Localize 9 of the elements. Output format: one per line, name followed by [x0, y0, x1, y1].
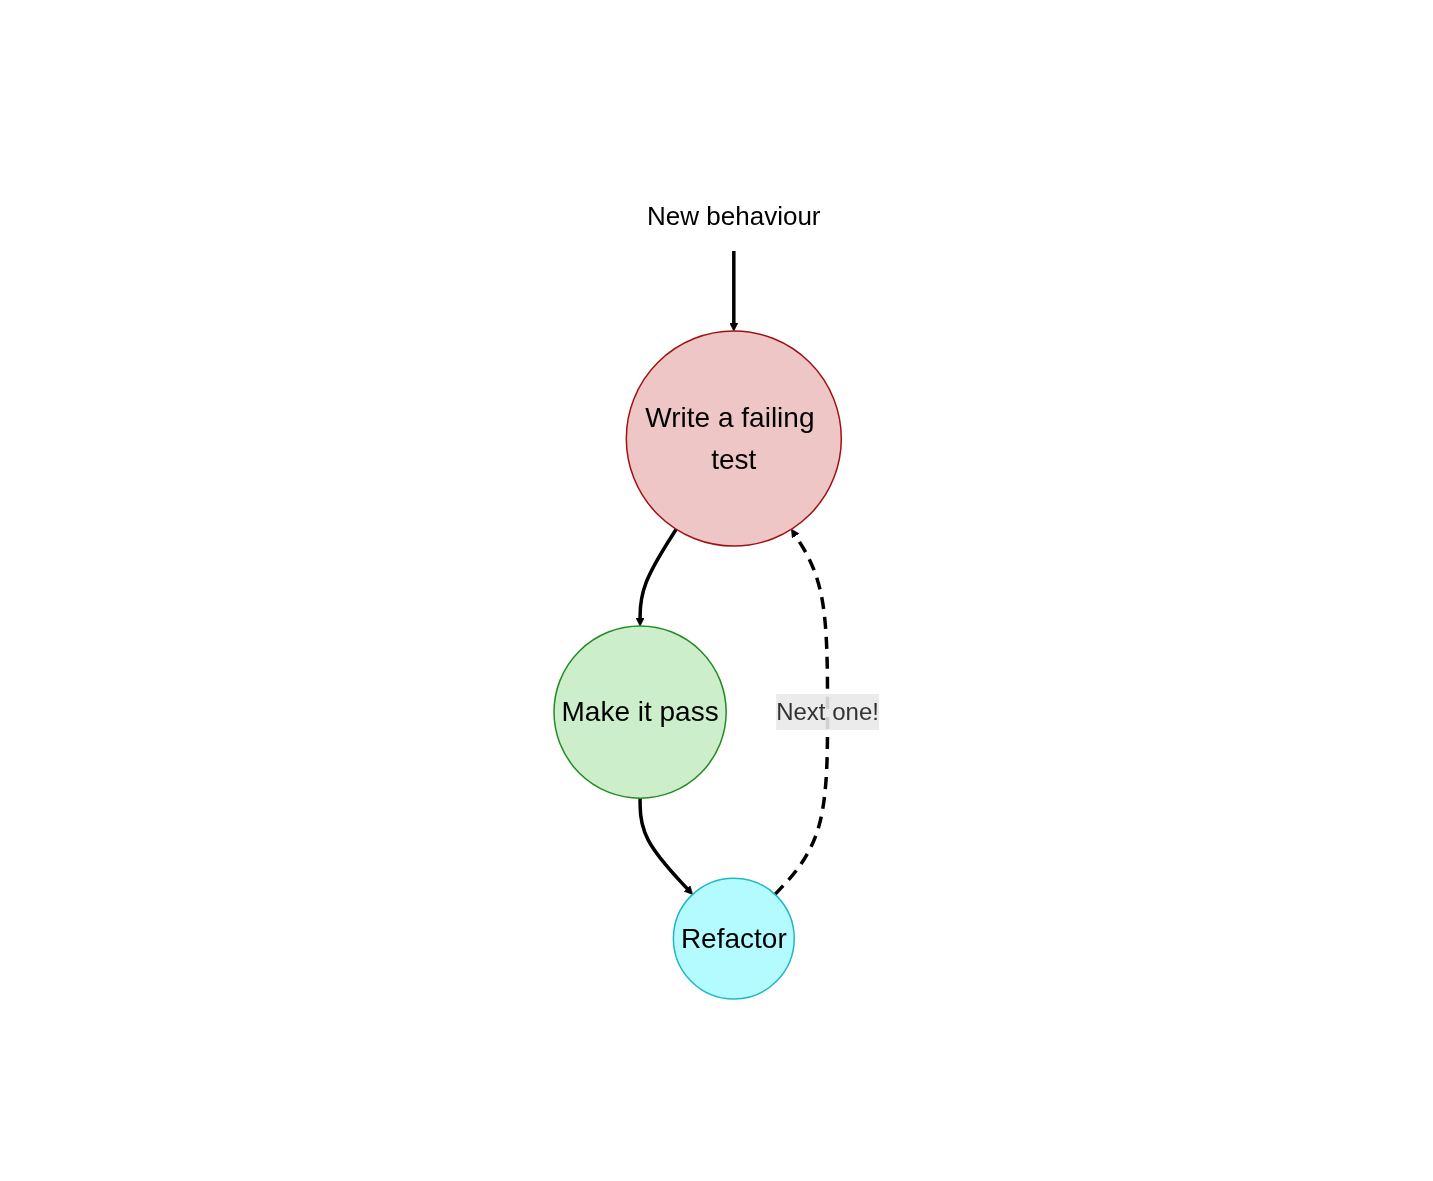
node-circle: Make it pass [553, 625, 727, 799]
node-circle: Write a failing test [625, 330, 843, 547]
edge-label: Next one! [776, 698, 879, 726]
arrow [635, 528, 678, 627]
arrow [729, 251, 739, 332]
node-text: New behaviour [647, 201, 821, 231]
node-circle: Refactor [672, 877, 795, 1000]
arrow [773, 528, 830, 896]
arrow [638, 798, 694, 895]
